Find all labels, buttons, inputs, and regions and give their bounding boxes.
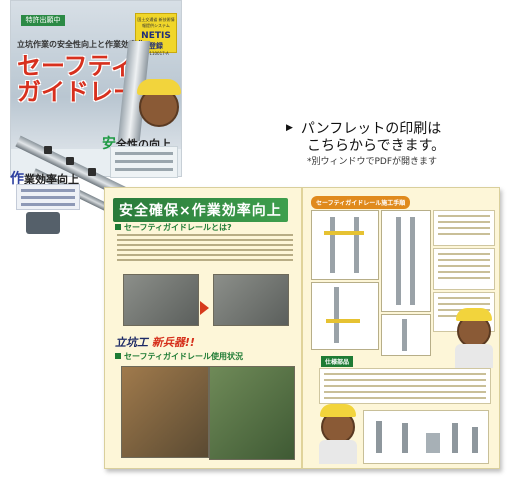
parts-illustration — [363, 410, 489, 464]
procedure-step-panel — [433, 248, 495, 290]
usage-photo-right — [209, 366, 295, 460]
section-what-is-text — [117, 234, 293, 264]
slogan: 立坑工 新兵器!! — [115, 334, 195, 350]
cover-title-line1: セーフティ — [17, 52, 135, 80]
brochure-inner-spread[interactable]: 安全確保×作業効率向上 セーフティガイドレールとは? 立坑工 新兵器!! セーフ… — [104, 187, 500, 469]
feature-safety-description — [110, 146, 178, 178]
rail-bracket — [66, 157, 74, 165]
specs-table — [319, 368, 491, 404]
section-usage-label: セーフティガイドレール使用状況 — [124, 352, 244, 361]
procedure-diagram-1 — [311, 210, 379, 280]
netis-label: NETIS — [141, 31, 171, 41]
section-usage: セーフティガイドレール使用状況 — [115, 351, 243, 362]
feature-efficiency-heading: 作業効率向上 — [10, 168, 79, 188]
print-link-line2: こちらからできます。 — [307, 138, 446, 154]
netis-registered: 登録 — [149, 42, 163, 50]
cover-subtitle: 立坑作業の安全性向上と作業効率化 — [17, 40, 145, 49]
usage-photo-left — [121, 366, 209, 458]
brochure-cover: 特許出願中 国土交通省 新技術情報提供システム NETIS 登録 SK-1100… — [10, 0, 182, 177]
triangle-bullet-icon: ▶ — [286, 123, 293, 133]
mascot-character-small — [319, 404, 357, 464]
spread-headline: 安全確保×作業効率向上 — [113, 198, 288, 222]
specs-heading: 仕様部品 — [321, 356, 354, 367]
section-what-is: セーフティガイドレールとは? — [115, 222, 232, 233]
print-link-note: *別ウィンドウでPDFが開きます — [307, 157, 438, 167]
print-link-line1: パンフレットの印刷は — [300, 121, 442, 137]
mascot-illustration — [137, 79, 181, 127]
rail-bracket — [44, 146, 52, 154]
procedure-diagram-2 — [311, 282, 379, 350]
netis-caption: 国土交通省 新技術情報提供システム — [137, 17, 175, 28]
page-fold — [301, 188, 303, 468]
procedure-step-panel — [433, 210, 495, 246]
procedure-diagram-3 — [381, 210, 431, 312]
feature-efficiency-description — [16, 184, 80, 210]
slogan-part2: 新兵器!! — [151, 336, 195, 349]
feature-efficiency-rest: 業効率向上 — [24, 173, 79, 186]
rail-bracket — [88, 168, 96, 176]
section-what-is-label: セーフティガイドレールとは? — [124, 223, 232, 232]
before-photo — [123, 274, 199, 326]
clamp-part-image — [26, 212, 60, 234]
slogan-part1: 立坑工 — [115, 336, 148, 349]
procedure-tab: セーフティガイドレール施工手順 — [311, 196, 411, 209]
feature-efficiency-lead: 作 — [10, 171, 24, 187]
netis-number: SK-110017-A — [143, 51, 169, 56]
before-after-arrow — [200, 301, 209, 315]
procedure-diagram-4 — [381, 314, 431, 356]
patent-pending-badge: 特許出願中 — [21, 15, 65, 26]
mascot-character — [455, 308, 493, 368]
print-brochure-link[interactable]: ▶ パンフレットの印刷は こちらからできます。 — [286, 120, 445, 155]
after-photo — [213, 274, 289, 326]
